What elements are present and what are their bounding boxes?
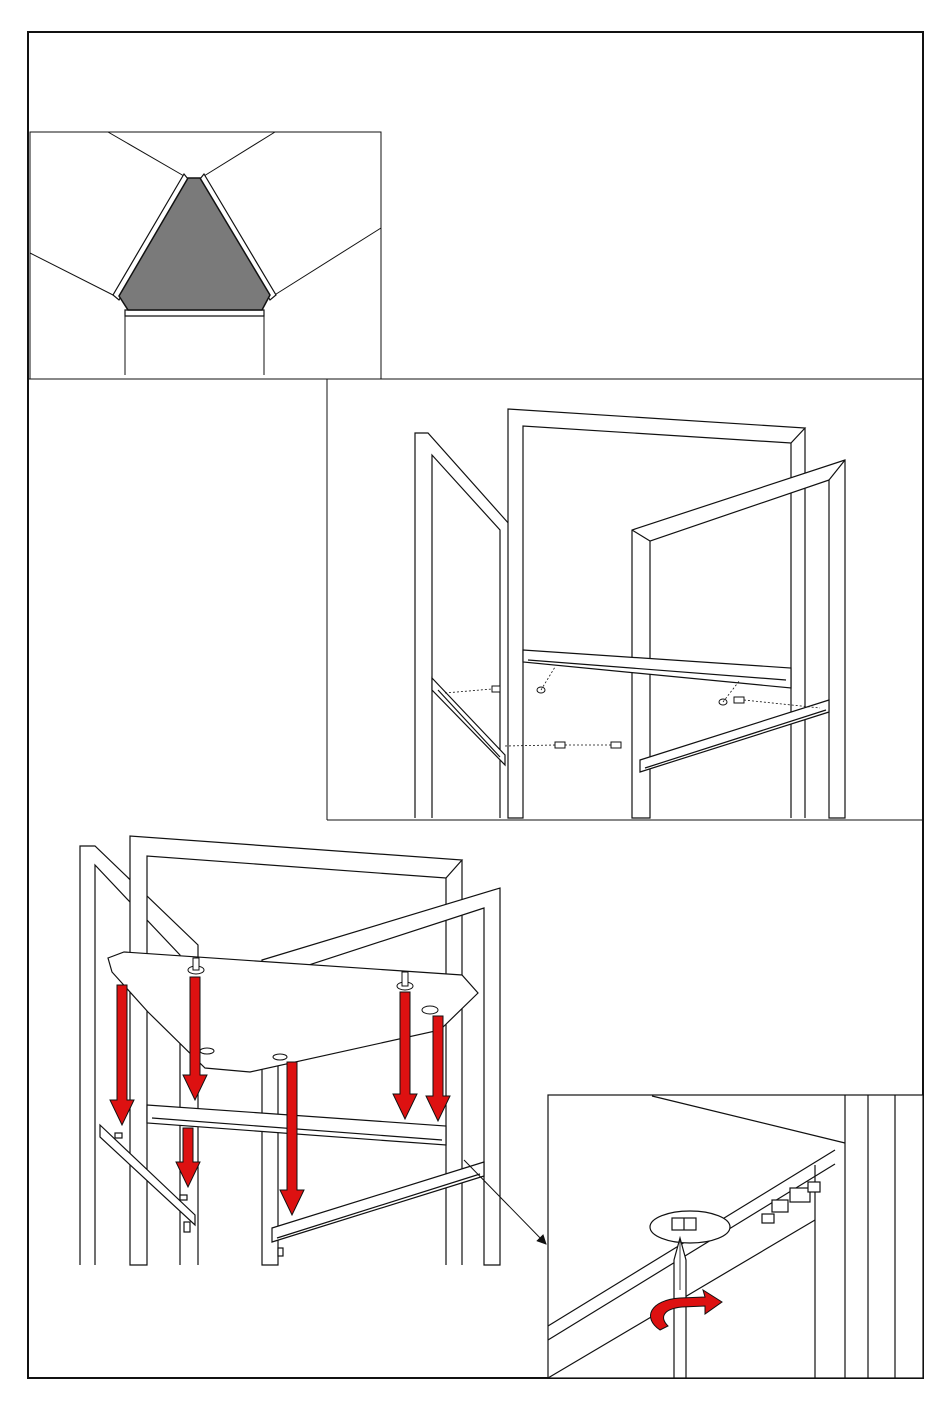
side-frames-connectors-step xyxy=(415,409,845,818)
callout-arrow-icon xyxy=(464,1160,546,1244)
corner-shelf-top xyxy=(119,178,270,310)
screw-tighten-detail xyxy=(548,1095,923,1378)
top-view-corner-detail xyxy=(30,132,381,379)
